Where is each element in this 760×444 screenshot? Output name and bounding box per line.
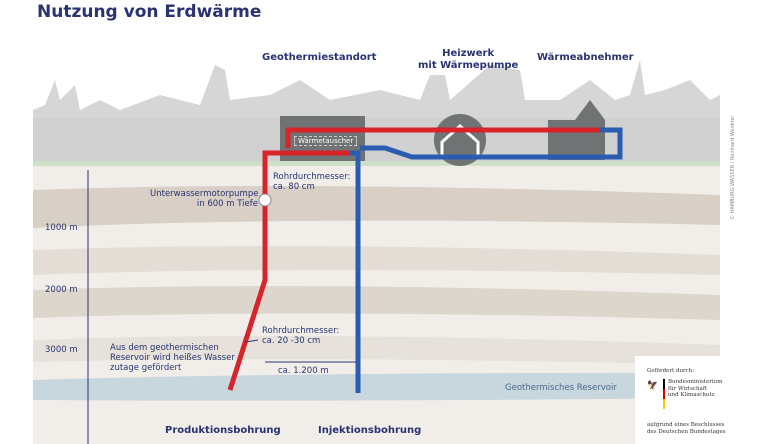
rock-layer — [33, 246, 720, 275]
header-consumer: Wärmeabnehmer — [537, 52, 634, 63]
depth-1000: 1000 m — [45, 223, 78, 233]
pump-icon — [258, 193, 272, 207]
district-supply-pipe — [285, 127, 600, 148]
heat-pump-plant — [434, 114, 486, 166]
note-line3: zutage gefördert — [110, 363, 182, 373]
rock-layer — [33, 336, 720, 365]
sponsor-intro: Gefördert durch: — [647, 368, 695, 374]
diam2-line1: Rohrdurchmesser: — [262, 326, 340, 336]
flag-bar — [663, 379, 665, 409]
diam1-line1: Rohrdurchmesser: — [273, 172, 351, 182]
plant-line1: Heizwerk — [442, 48, 495, 59]
diameter-80-label: Rohrdurchmesser:ca. 80 cm — [273, 172, 350, 192]
note-line2: Reservoir wird heißes Wasser — [110, 353, 235, 363]
page-title: Nutzung von Erdwärme — [37, 2, 262, 22]
ministry-line1: Bundesministerium — [668, 379, 723, 385]
rock-layer — [33, 286, 720, 320]
credit: © HAMBURG WASSER / Reinhard Weidner — [730, 115, 736, 221]
diam2-line2: ca. 20 -30 cm — [262, 336, 321, 346]
ministry-line3: und Klimaschutz — [668, 392, 715, 398]
pump-line2: in 600 m Tiefe — [196, 199, 258, 209]
plant-line2: mit Wärmepumpe — [418, 60, 519, 71]
diameter-20-label: Rohrdurchmesser:ca. 20 -30 cm — [262, 326, 339, 346]
diam1-line2: ca. 80 cm — [273, 182, 315, 192]
eagle-icon: 🦅 — [647, 381, 659, 391]
ground-surface — [33, 118, 720, 161]
reservoir-label: Geothermisches Reservoir — [505, 383, 617, 393]
pump-line1: Unterwassermotorpumpe — [150, 189, 259, 199]
grass-strip — [33, 161, 720, 166]
note1: aufgrund eines Beschlusses — [647, 422, 725, 428]
injection-well-label: Injektionsbohrung — [318, 425, 422, 436]
ministry-line2: für Wirtschaft — [668, 385, 708, 392]
diameter-pointer — [244, 339, 259, 343]
distance-label: ca. 1.200 m — [278, 366, 329, 376]
production-well-label: Produktionsbohrung — [165, 425, 281, 436]
depth-2000: 2000 m — [45, 285, 78, 295]
header-site: Geothermiestandort — [262, 52, 377, 63]
depth-3000: 3000 m — [45, 345, 78, 355]
heat-exchanger-label: Wärmetauscher — [294, 136, 358, 146]
production-well-pipe — [227, 150, 349, 391]
rock-layer — [33, 186, 720, 228]
note2: des Deutschen Bundestages — [647, 429, 726, 435]
note-line1: Aus dem geothermischen — [110, 343, 219, 353]
reservoir-layer — [33, 372, 720, 401]
injection-well-pipe — [349, 150, 361, 393]
